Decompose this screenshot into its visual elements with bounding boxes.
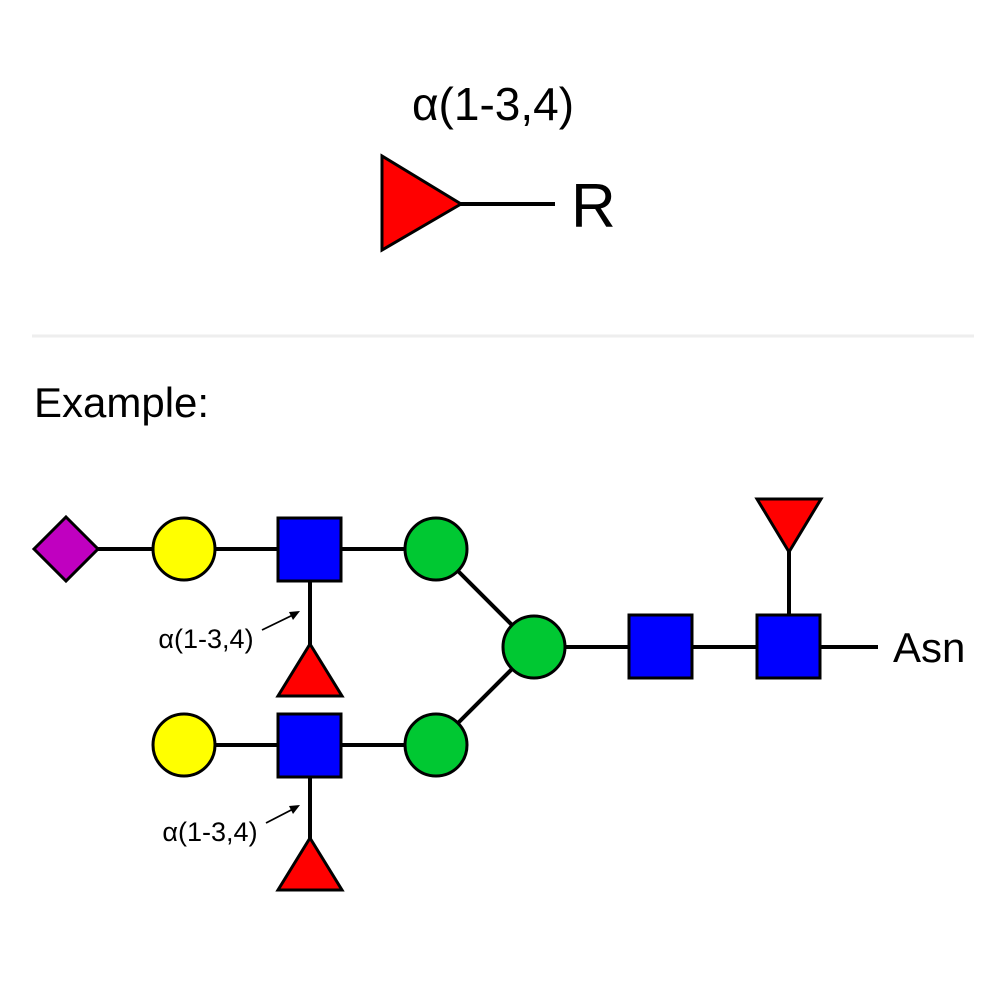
galactose-circle-icon bbox=[151, 712, 217, 778]
glcnac-square-icon bbox=[755, 613, 822, 680]
header-reducing-end-label: R bbox=[571, 172, 616, 241]
glcnac-square-icon bbox=[627, 613, 694, 680]
upper-linkage-arrowhead bbox=[289, 611, 300, 620]
mannose-circle-icon bbox=[403, 516, 469, 582]
sialic-acid-diamond-icon bbox=[31, 514, 101, 584]
lower-linkage-annotation: α(1-3,4) bbox=[162, 805, 300, 847]
galactose-circle-icon bbox=[151, 516, 217, 582]
lower-linkage-arrowhead bbox=[289, 805, 300, 814]
glcnac-square-icon bbox=[276, 712, 343, 779]
glcnac-square-icon bbox=[276, 516, 343, 583]
header-linkage-label: α(1-3,4) bbox=[412, 78, 574, 130]
lower-linkage-label: α(1-3,4) bbox=[162, 817, 257, 847]
mannose-circle-icon bbox=[501, 614, 567, 680]
example-reducing-end-label: Asn bbox=[893, 624, 965, 671]
example-heading: Example: bbox=[34, 379, 209, 426]
fucose-triangle-icon bbox=[754, 497, 824, 555]
fucose-triangle-icon bbox=[380, 153, 464, 253]
fucose-triangle-icon bbox=[275, 835, 345, 892]
upper-linkage-label: α(1-3,4) bbox=[158, 624, 253, 654]
mannose-circle-icon bbox=[403, 712, 469, 778]
fucose-triangle-icon bbox=[275, 641, 345, 698]
glycan-residues bbox=[31, 497, 824, 892]
upper-linkage-annotation: α(1-3,4) bbox=[158, 611, 300, 654]
